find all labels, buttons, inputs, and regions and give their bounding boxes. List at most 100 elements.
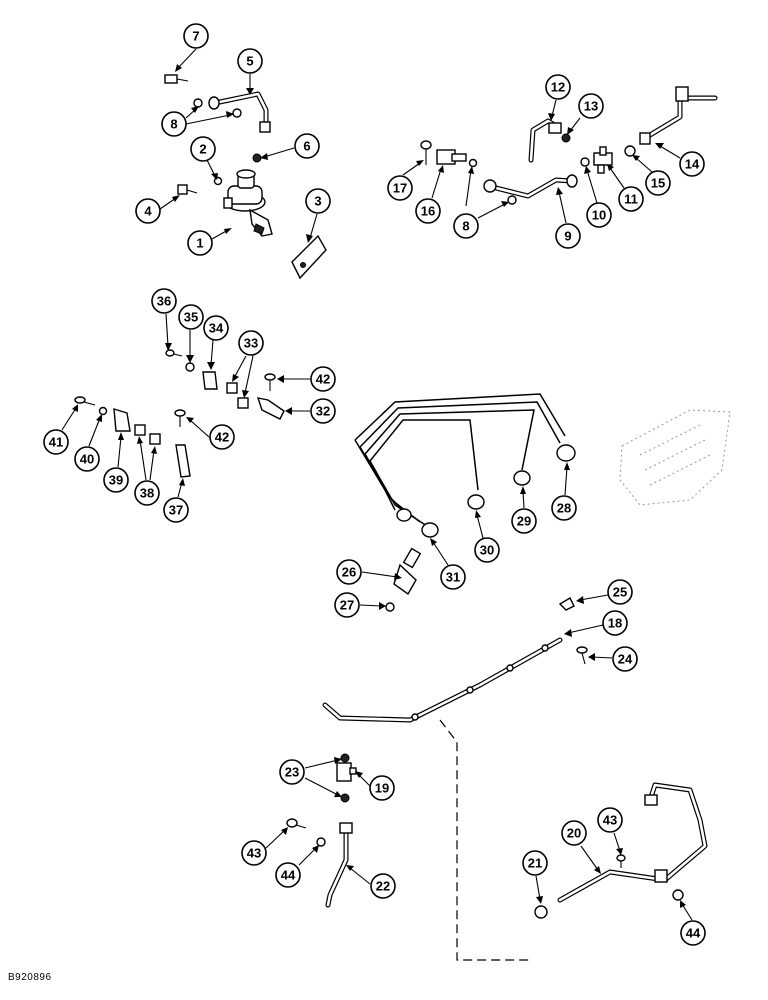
svg-text:43: 43 xyxy=(247,846,261,861)
svg-text:8: 8 xyxy=(170,117,177,132)
washer-part-35 xyxy=(185,362,195,372)
drain-line-part-22 xyxy=(325,822,353,908)
callout-30: 30 xyxy=(474,537,500,563)
callout-17: 17 xyxy=(387,175,413,201)
clamp-part-39 xyxy=(113,408,131,432)
svg-text:34: 34 xyxy=(209,321,224,336)
svg-text:8: 8 xyxy=(462,219,469,234)
callout-19: 19 xyxy=(369,775,395,801)
bolt-part-43-a xyxy=(286,818,307,829)
callout-12: 12 xyxy=(545,74,571,100)
callout-7: 7 xyxy=(183,23,209,49)
injector-line-part-29 xyxy=(513,470,531,486)
svg-text:44: 44 xyxy=(281,868,296,883)
svg-text:20: 20 xyxy=(567,826,581,841)
return-line-group xyxy=(286,597,708,961)
callout-26: 26 xyxy=(336,559,362,585)
svg-text:19: 19 xyxy=(375,781,389,796)
fitting-part-19 xyxy=(336,762,357,782)
svg-text:12: 12 xyxy=(551,80,565,95)
washer-part-44-a xyxy=(316,837,326,847)
callout-33: 33 xyxy=(238,330,264,356)
engine-block-ghost xyxy=(619,409,731,506)
callout-9: 9 xyxy=(555,223,581,249)
fuel-pump-part-1 xyxy=(223,169,273,237)
filter-lines-group xyxy=(420,86,718,205)
callout-25: 25 xyxy=(607,579,633,605)
callout-6: 6 xyxy=(294,133,320,159)
washer-part-8-b xyxy=(232,108,242,118)
svg-text:28: 28 xyxy=(557,501,571,516)
svg-text:9: 9 xyxy=(564,229,571,244)
svg-text:25: 25 xyxy=(613,585,627,600)
fuel-line-part-12 xyxy=(528,118,562,163)
svg-text:29: 29 xyxy=(517,514,531,529)
callout-35: 35 xyxy=(178,304,204,330)
svg-text:27: 27 xyxy=(340,598,354,613)
callout-39: 39 xyxy=(103,467,129,493)
callout-8-b: 8 xyxy=(453,213,479,239)
svg-text:26: 26 xyxy=(342,565,356,580)
callout-3: 3 xyxy=(305,188,331,214)
callout-43-a: 43 xyxy=(241,840,267,866)
clamp-part-38-a xyxy=(134,424,146,436)
callout-5: 5 xyxy=(237,48,263,74)
bolt-part-41 xyxy=(74,396,96,406)
svg-text:23: 23 xyxy=(285,765,299,780)
callout-13: 13 xyxy=(578,93,604,119)
svg-text:16: 16 xyxy=(421,204,435,219)
bracket-part-32 xyxy=(256,397,285,420)
fuel-transfer-pump-group xyxy=(164,74,327,280)
svg-text:17: 17 xyxy=(393,181,407,196)
injector-line-part-30 xyxy=(467,494,485,510)
svg-text:15: 15 xyxy=(651,176,665,191)
nut-part-21 xyxy=(534,905,548,919)
bolt-part-42-a xyxy=(264,373,276,391)
callout-10: 10 xyxy=(586,202,612,228)
callout-11: 11 xyxy=(618,186,644,212)
svg-text:44: 44 xyxy=(686,926,701,941)
nut-part-44-b xyxy=(672,889,684,901)
callout-42-b: 42 xyxy=(209,424,235,450)
callout-16: 16 xyxy=(415,198,441,224)
svg-text:33: 33 xyxy=(244,336,258,351)
svg-text:21: 21 xyxy=(528,856,542,871)
callout-40: 40 xyxy=(74,446,100,472)
callout-44-a: 44 xyxy=(275,862,301,888)
gasket-part-3 xyxy=(291,234,327,280)
screw-part-7 xyxy=(164,74,189,84)
callout-43-b: 43 xyxy=(597,807,623,833)
callout-22: 22 xyxy=(370,873,396,899)
svg-text:5: 5 xyxy=(246,54,253,69)
svg-text:38: 38 xyxy=(140,486,154,501)
svg-text:43: 43 xyxy=(603,813,617,828)
callout-41: 41 xyxy=(43,429,69,455)
svg-text:11: 11 xyxy=(624,192,638,207)
svg-text:42: 42 xyxy=(215,430,229,445)
svg-text:24: 24 xyxy=(618,652,633,667)
callout-31: 31 xyxy=(440,564,466,590)
washer-part-8-a xyxy=(193,98,203,108)
clip-part-25 xyxy=(558,597,575,611)
callout-37: 37 xyxy=(163,497,189,523)
svg-text:22: 22 xyxy=(376,879,390,894)
fuel-line-part-20 xyxy=(557,782,708,903)
callout-24: 24 xyxy=(612,646,638,672)
callout-34: 34 xyxy=(203,315,229,341)
callout-38: 38 xyxy=(134,480,160,506)
injector-line-part-31 xyxy=(396,508,439,538)
callout-1: 1 xyxy=(187,230,213,256)
clamp-part-34 xyxy=(202,371,218,390)
callout-21: 21 xyxy=(522,850,548,876)
washer-part-23-b xyxy=(340,793,350,803)
injector-lines-group xyxy=(354,393,576,612)
callout-8-a: 8 xyxy=(161,111,187,137)
banjo-bolt-part-16 xyxy=(436,149,467,165)
svg-text:36: 36 xyxy=(157,294,171,309)
callout-2: 2 xyxy=(190,136,216,162)
svg-text:40: 40 xyxy=(80,452,94,467)
nut-part-13 xyxy=(561,133,571,143)
callout-28: 28 xyxy=(551,495,577,521)
bolt-part-43-b xyxy=(616,854,626,868)
